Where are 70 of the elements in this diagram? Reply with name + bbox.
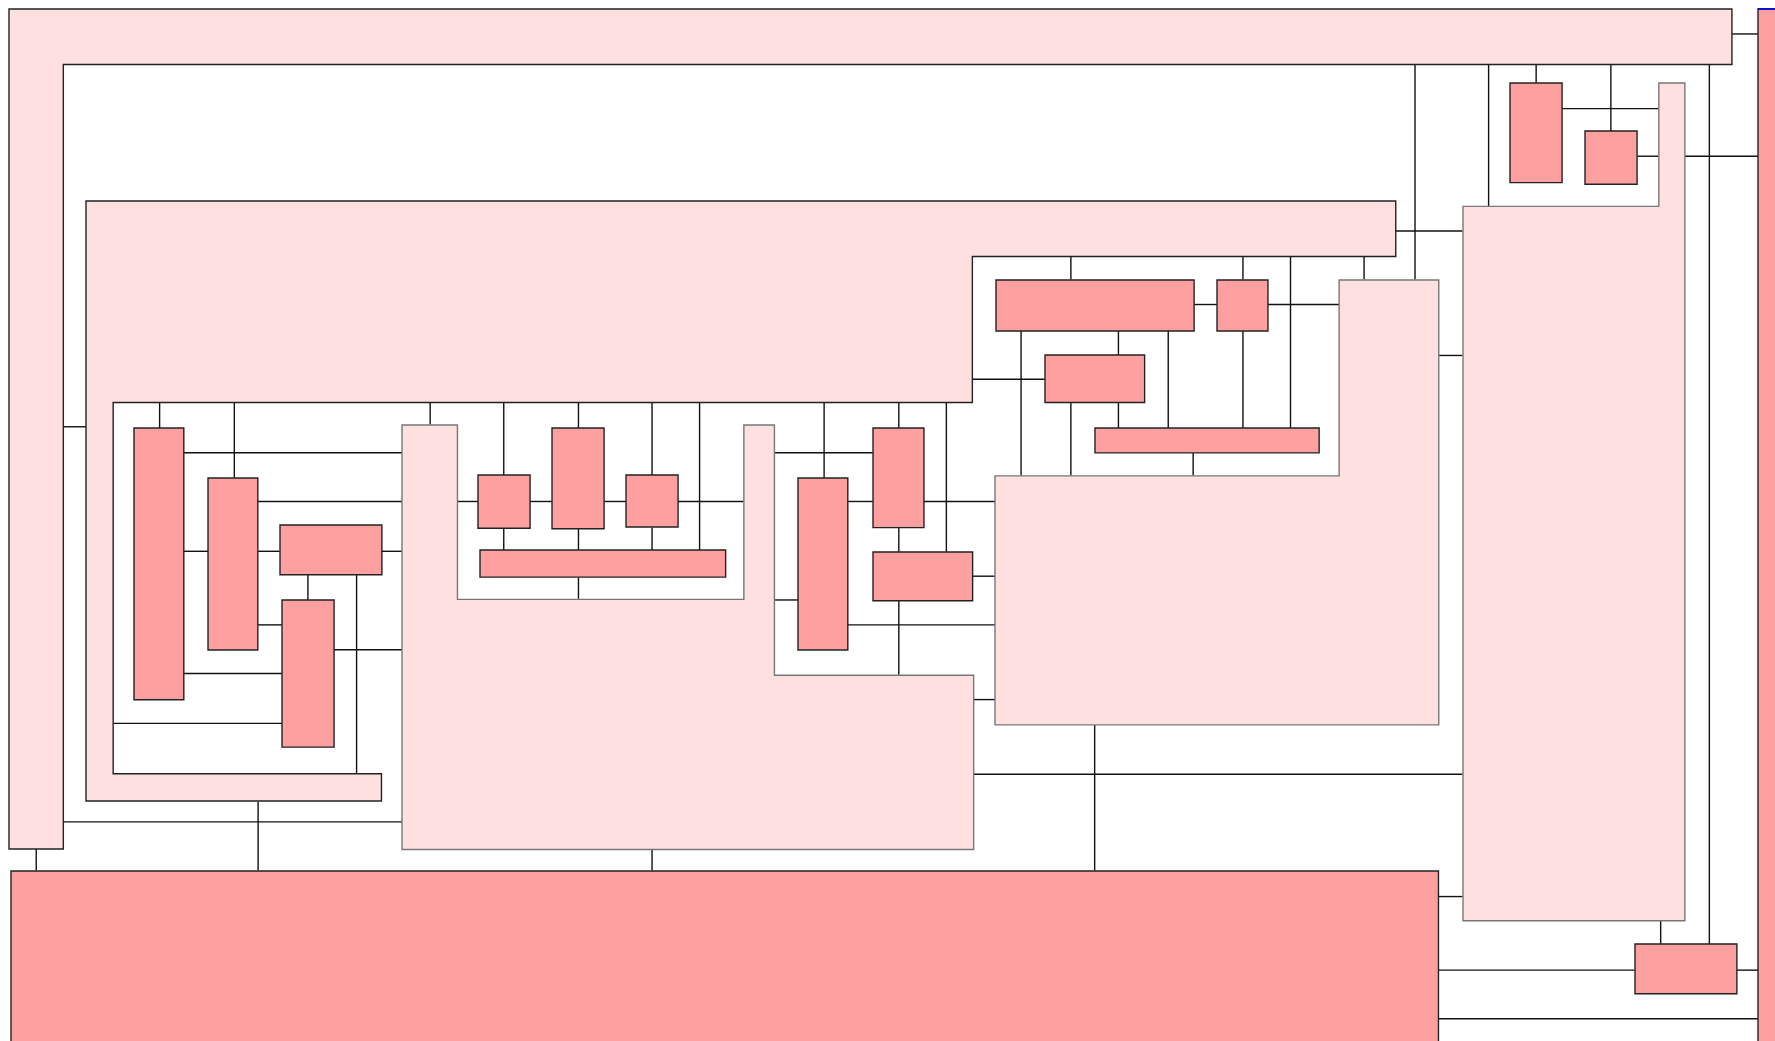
connector-line bbox=[898, 600, 900, 676]
block-box bbox=[279, 525, 382, 576]
block-box bbox=[479, 550, 726, 578]
block-box bbox=[626, 475, 679, 528]
connector-line bbox=[1363, 256, 1365, 281]
connector-line bbox=[577, 576, 580, 600]
block-box bbox=[1094, 427, 1319, 453]
frame-panel bbox=[401, 424, 974, 849]
connector-line bbox=[898, 402, 900, 429]
connector-line bbox=[651, 848, 653, 872]
connector-line bbox=[898, 526, 900, 554]
connector-line bbox=[577, 402, 580, 429]
base-block bbox=[11, 870, 1439, 1041]
connector-line bbox=[847, 624, 996, 626]
connector-line bbox=[1070, 402, 1072, 477]
connector-line bbox=[651, 402, 653, 477]
connector-line bbox=[1242, 256, 1244, 281]
connector-line bbox=[429, 402, 431, 426]
connector-line bbox=[1192, 452, 1194, 477]
connector-line bbox=[1438, 1018, 1759, 1020]
connector-line bbox=[1659, 919, 1662, 945]
block-box bbox=[208, 477, 259, 650]
block-box bbox=[798, 477, 848, 650]
connector-line bbox=[945, 402, 948, 554]
connector-line bbox=[1117, 402, 1120, 429]
block-box bbox=[1044, 355, 1145, 403]
connector-line bbox=[233, 402, 236, 479]
connector-line bbox=[503, 527, 505, 551]
connector-line bbox=[1020, 329, 1022, 477]
connector-line bbox=[62, 426, 87, 428]
connector-line bbox=[1414, 63, 1416, 281]
connector-line bbox=[307, 574, 309, 601]
connector-line bbox=[923, 500, 996, 503]
connector-line bbox=[1242, 329, 1244, 429]
connector-line bbox=[1487, 63, 1490, 207]
connector-line bbox=[823, 402, 825, 479]
block-box bbox=[1510, 82, 1563, 183]
block-box bbox=[872, 427, 924, 528]
connector-line bbox=[1070, 256, 1072, 281]
connector-line bbox=[698, 402, 701, 551]
connector-line bbox=[1731, 33, 1759, 35]
connector-line bbox=[1093, 723, 1096, 872]
connector-line bbox=[35, 848, 37, 872]
connector-line bbox=[257, 800, 259, 872]
side-bar bbox=[1758, 9, 1775, 1041]
block-box bbox=[477, 475, 530, 529]
block-box bbox=[552, 427, 605, 529]
connector-line bbox=[577, 527, 580, 551]
frame-panel bbox=[995, 279, 1439, 725]
connector-line bbox=[1636, 155, 1660, 157]
connector-line bbox=[651, 526, 653, 551]
block-box bbox=[133, 427, 184, 700]
connector-line bbox=[355, 574, 358, 775]
connector-line bbox=[1289, 256, 1292, 429]
connector-line bbox=[1610, 63, 1612, 132]
connector-line bbox=[1117, 329, 1120, 357]
block-box bbox=[1216, 279, 1268, 331]
block-box bbox=[281, 599, 334, 748]
block-box bbox=[1584, 131, 1637, 185]
connector-line bbox=[503, 402, 505, 477]
connector-line bbox=[1708, 63, 1711, 945]
connector-line bbox=[1535, 63, 1537, 84]
frame-panel bbox=[1462, 82, 1685, 921]
connector-line bbox=[1267, 303, 1340, 306]
connector-line bbox=[1167, 329, 1169, 429]
connector-line bbox=[158, 402, 161, 429]
block-box bbox=[996, 279, 1195, 331]
connector-line bbox=[773, 599, 799, 601]
block-box bbox=[872, 552, 973, 602]
block-box bbox=[1634, 944, 1737, 994]
